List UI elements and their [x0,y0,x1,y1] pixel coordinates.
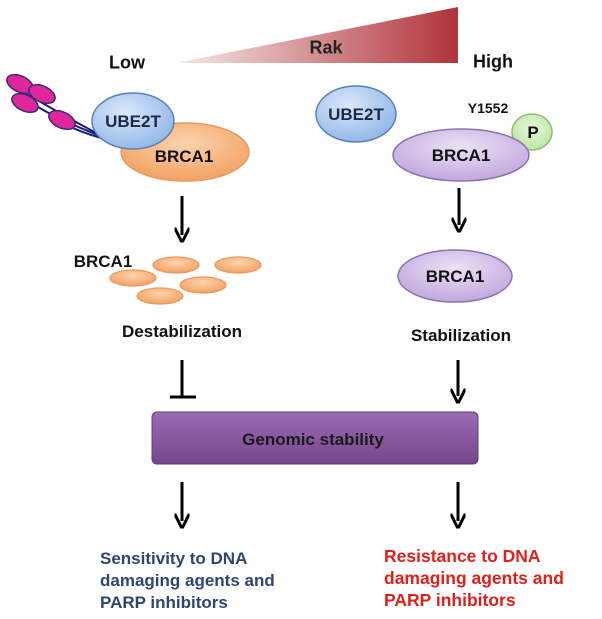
ubiquitin-molecule [11,92,39,114]
phospho-label: P [527,123,539,142]
left-outcome-line-2: damaging agents and [100,571,275,590]
right-outcome-line-1: Resistance to DNA [384,546,541,566]
right-outcome-line-3: PARP inhibitors [384,590,516,610]
y1552-site-label: Y1552 [467,100,509,116]
brca1-left-label: BRCA1 [154,147,214,166]
low-label: Low [109,52,145,73]
brca1-fragments [109,256,262,305]
stabilization-label: Stabilization [410,326,512,345]
genomic-stability-box [151,411,479,465]
ubiquitin-molecule [28,83,56,105]
high-label: High [473,51,513,72]
ubiquitin-molecule [48,109,76,131]
rak-label: Rak [309,37,343,58]
left-outcome-line-1: Sensitivity to DNA [100,549,248,568]
destabilization-label: Destabilization [122,322,242,341]
ube2t-right-label: UBE2T [328,105,384,124]
right-outcome-text: Resistance to DNA damaging agents and PA… [384,545,564,611]
brca1-stable-label: BRCA1 [425,267,485,286]
ube2t-left-ellipse [91,92,175,150]
left-outcome-line-3: PARP inhibitors [100,593,228,612]
genomic-stability-label: Genomic stability [242,430,384,449]
ube2t-right-ellipse [315,85,397,143]
left-outcome-text: Sensitivity to DNA damaging agents and P… [100,548,275,614]
brca1-fragments-label: BRCA1 [73,252,133,271]
phospho-circle [511,113,553,151]
inhibition-symbol [170,360,196,399]
brca1-right-ellipse [392,128,530,182]
right-outcome-line-2: damaging agents and [384,568,564,588]
ube2t-left-label: UBE2T [105,112,161,131]
rak-gradient-wedge [176,7,458,63]
brca1-right-label: BRCA1 [431,146,491,165]
brca1-stable-ellipse [397,249,513,303]
